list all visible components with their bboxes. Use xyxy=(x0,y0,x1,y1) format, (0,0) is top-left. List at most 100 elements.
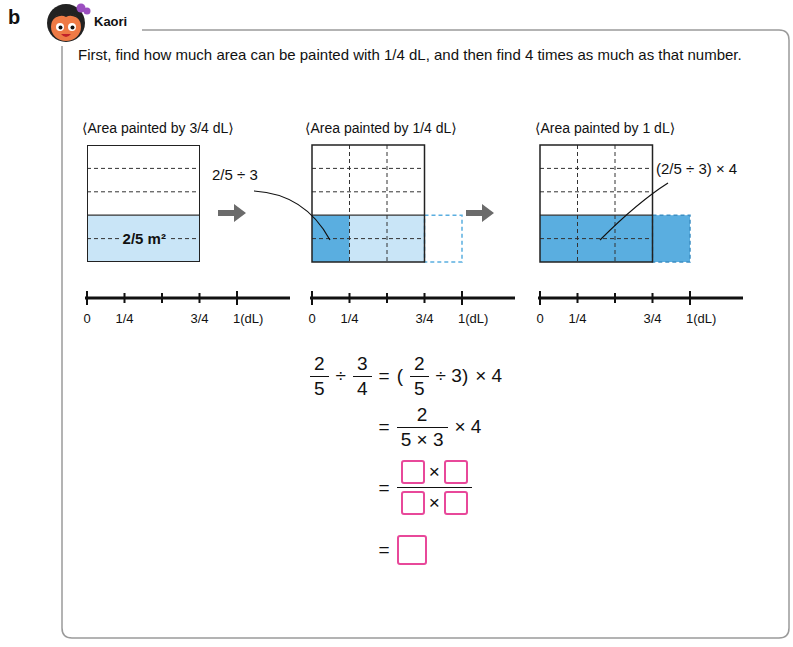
leader-line xyxy=(254,191,330,240)
fraction-numerator: × xyxy=(397,457,472,488)
number-line xyxy=(85,291,290,305)
area-grid xyxy=(312,145,462,262)
answer-box xyxy=(401,460,425,484)
grid-lines xyxy=(540,168,653,238)
equation-term: = xyxy=(379,539,390,561)
grid-lines xyxy=(350,145,388,262)
avatar-face xyxy=(51,13,81,41)
axis-tick-label: 0 xyxy=(308,311,315,327)
step-arrow xyxy=(218,204,246,222)
axis-tick-label: 1(dL) xyxy=(458,311,488,327)
equation-term: 5 xyxy=(314,378,325,400)
equation-term: 5 xyxy=(414,378,425,400)
equation-term: ÷ 3) xyxy=(436,365,469,387)
equation-term: × 4 xyxy=(475,365,502,387)
instruction-text: First, find how much area can be painted… xyxy=(78,44,778,66)
grid-lines xyxy=(87,168,200,238)
text-slot: ⟨Area painted by 3/4 dL⟩ xyxy=(82,119,234,138)
answer-box xyxy=(444,460,468,484)
part-letter: b xyxy=(8,5,20,30)
answer-box xyxy=(401,491,425,515)
text-slot: ⟨Area painted by 1/4 dL⟩ xyxy=(305,119,457,138)
answer-box xyxy=(397,535,427,565)
area-label: 2/5 m² xyxy=(120,230,169,249)
fraction-numerator: 2 xyxy=(397,403,448,428)
number-line xyxy=(310,291,515,305)
equation-term: 2 xyxy=(314,353,325,375)
avatar-hair xyxy=(47,4,85,42)
equation-term: × 4 xyxy=(455,416,482,438)
answer-box xyxy=(444,491,468,515)
text-slot: 1/4 xyxy=(568,309,586,327)
axis-tick-label: 3/4 xyxy=(415,311,433,327)
equation-line: = 2 5 × 3 × 4 xyxy=(379,403,482,452)
equation-term: = xyxy=(379,365,390,387)
number-line xyxy=(538,291,743,305)
fraction: ×× xyxy=(397,457,472,518)
text-slot: First, find how much area can be painted… xyxy=(78,44,778,66)
fraction: 25 xyxy=(310,352,329,401)
fraction: 34 xyxy=(353,352,372,401)
text-slot: Kaori xyxy=(94,12,127,30)
equation-term: ÷ xyxy=(336,365,346,387)
axis-tick-label: 1(dL) xyxy=(233,311,263,327)
text-slot: 1/4 xyxy=(115,309,133,327)
equation-term: 4 xyxy=(357,378,368,400)
text-slot: 1(dL) xyxy=(458,309,488,327)
axis-tick-label: 1/4 xyxy=(340,311,358,327)
text-slot: 1(dL) xyxy=(686,309,716,327)
axis-tick-label: 3/4 xyxy=(190,311,208,327)
avatar-eye xyxy=(68,23,76,31)
panel-outline xyxy=(62,30,789,638)
fraction-denominator: 5 xyxy=(310,377,329,401)
avatar-mouth xyxy=(61,34,71,37)
fraction-numerator: 2 xyxy=(410,352,429,377)
fraction-denominator: 5 xyxy=(410,377,429,401)
fraction-denominator: 4 xyxy=(353,377,372,401)
equation-term: 2 xyxy=(417,404,428,426)
avatar-pupil xyxy=(71,26,75,30)
equation-line: = ×× xyxy=(379,457,472,518)
avatar-bow xyxy=(84,8,91,15)
grid-outline xyxy=(312,145,425,262)
equation-term: = xyxy=(379,416,390,438)
avatar-pupil xyxy=(59,26,63,30)
grid-lines xyxy=(312,168,425,238)
avatar-bangs xyxy=(50,12,82,22)
panel-heading: ⟨Area painted by 1 dL⟩ xyxy=(535,120,675,138)
equation-term: 5 × 3 xyxy=(401,429,444,451)
text-slot: (2/5 ÷ 3) × 4 xyxy=(656,160,737,179)
leader-label: 2/5 ÷ 3 xyxy=(212,166,258,185)
kaori-avatar xyxy=(47,4,91,43)
fraction-numerator: 2 xyxy=(310,352,329,377)
avatar-eye xyxy=(56,23,64,31)
text-slot: 1(dL) xyxy=(233,309,263,327)
fraction: 25 xyxy=(410,352,429,401)
fraction: 2 5 × 3 xyxy=(397,403,448,452)
text-slot: 0 xyxy=(536,309,543,327)
equation-term: ( xyxy=(397,365,403,387)
fraction-denominator: × xyxy=(397,488,472,518)
text-slot: 0 xyxy=(83,309,90,327)
text-slot: 0 xyxy=(308,309,315,327)
equation-line: 25÷34=(25÷ 3)× 4 xyxy=(310,352,502,401)
panel-heading: ⟨Area painted by 3/4 dL⟩ xyxy=(82,120,234,138)
axis-tick-label: 1/4 xyxy=(568,311,586,327)
fraction-numerator: 3 xyxy=(353,352,372,377)
text-slot: 3/4 xyxy=(643,309,661,327)
axis-tick-label: 0 xyxy=(83,311,90,327)
axis-tick-label: 0 xyxy=(536,311,543,327)
equation-term: 2 xyxy=(414,353,425,375)
added-quarter xyxy=(653,215,691,262)
text-slot: 3/4 xyxy=(190,309,208,327)
leader-label: (2/5 ÷ 3) × 4 xyxy=(656,160,737,179)
step-arrow xyxy=(466,204,494,222)
text-slot: 1/4 xyxy=(340,309,358,327)
equation-term: = xyxy=(379,477,390,499)
axis-tick-label: 1(dL) xyxy=(686,311,716,327)
axis-tick-label: 3/4 xyxy=(643,311,661,327)
panel-heading: ⟨Area painted by 1/4 dL⟩ xyxy=(305,120,457,138)
text-slot: 2/5 m² xyxy=(120,230,169,249)
equation-line: = xyxy=(379,533,427,567)
